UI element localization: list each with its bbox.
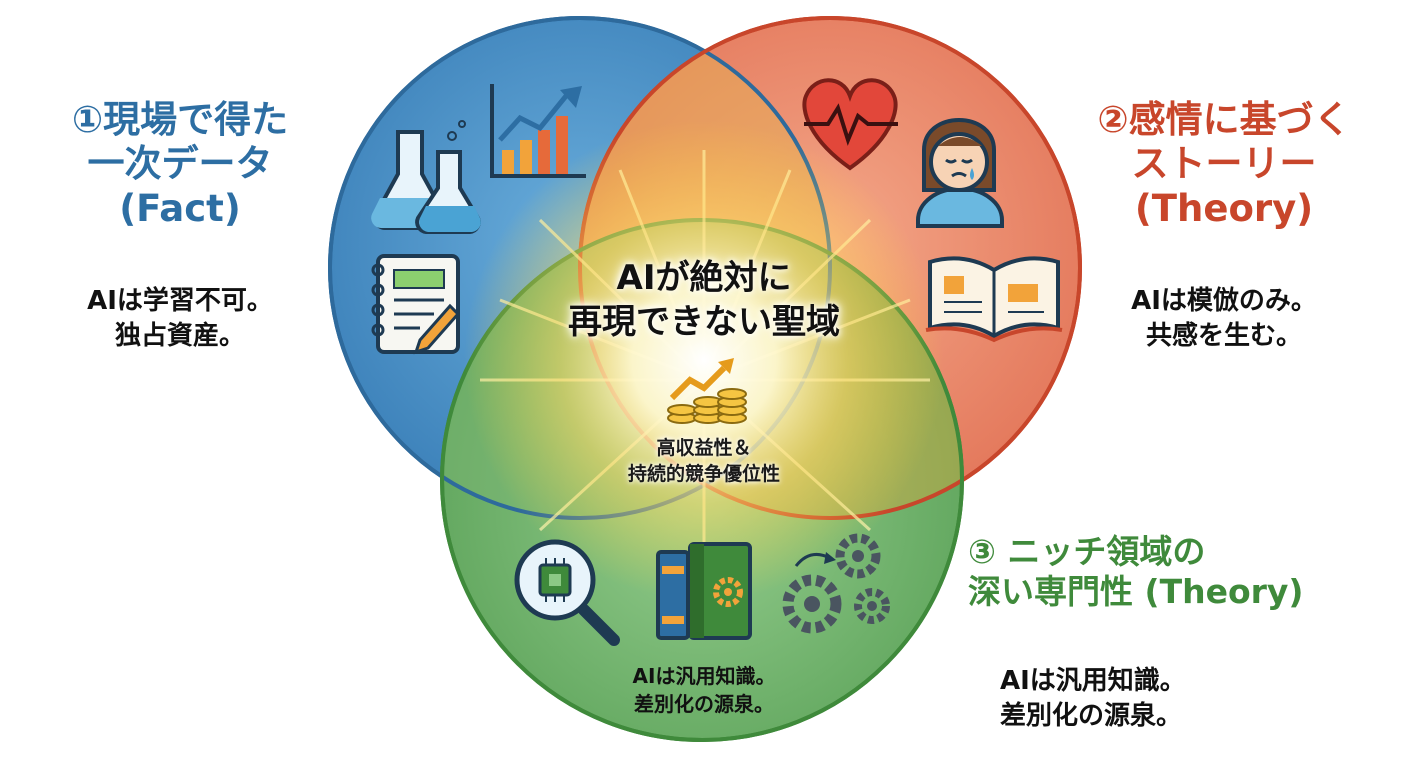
crying-person-icon [916, 118, 1004, 228]
bottom-inner-description: AIは汎用知識。 差別化の源泉。 [574, 662, 834, 718]
right-desc-line1: AIは模倣のみ。 [1131, 286, 1317, 316]
heartbeat-icon [802, 78, 898, 171]
center-title-line1: AIが絶対に [616, 258, 792, 298]
center-sub-line1: 高収益性＆ [656, 437, 752, 459]
chip-magnifier-icon [514, 539, 620, 646]
bottom-inner-line2: 差別化の源泉。 [634, 692, 774, 716]
right-desc-line2: 共感を生む。 [1145, 321, 1302, 352]
left-desc-line2: 独占資産。 [114, 321, 245, 352]
right-title-line3: (Theory) [1134, 186, 1314, 230]
books-gear-icon [656, 542, 752, 640]
right-description: AIは模倣のみ。 共感を生む。 [1094, 284, 1354, 354]
bottom-title-line1: ③ ニッチ領域の [968, 532, 1206, 571]
gears-icon [782, 533, 890, 634]
center-sub-line2: 持続的競争優位性 [627, 462, 780, 485]
bottom-description: AIは汎用知識。 差別化の源泉。 [1000, 664, 1240, 734]
center-title: AIが絶対に 再現できない聖域 [504, 256, 904, 344]
right-title-line1: ②感情に基づく [1097, 98, 1351, 141]
left-title-line2: 一次データ [87, 142, 273, 186]
bottom-title-line2: 深い専門性 (Theory) [968, 571, 1304, 611]
bottom-desc-line2: 差別化の源泉。 [1000, 701, 1183, 732]
left-title-line3: (Fact) [119, 186, 241, 230]
center-subtitle: 高収益性＆ 持続的競争優位性 [554, 436, 854, 487]
coins-growth-icon [667, 358, 747, 424]
center-glow [464, 120, 944, 600]
right-title: ②感情に基づく ストーリー (Theory) [1064, 98, 1384, 231]
bottom-inner-line1: AIは汎用知識。 [632, 664, 776, 688]
flask-icon [371, 120, 481, 234]
open-book-icon [925, 256, 1063, 343]
center-title-line2: 再現できない聖域 [568, 302, 840, 343]
right-title-line2: ストーリー [1131, 142, 1317, 186]
bottom-desc-line1: AIは汎用知識。 [1000, 666, 1186, 696]
bottom-title: ③ ニッチ領域の 深い専門性 (Theory) [968, 532, 1388, 611]
notebook-pencil-icon [371, 254, 461, 355]
left-title: ①現場で得た 一次データ (Fact) [30, 98, 330, 231]
left-desc-line1: AIは学習不可。 [87, 286, 273, 316]
left-title-line1: ①現場で得た [71, 98, 289, 141]
left-description: AIは学習不可。 独占資産。 [50, 284, 310, 354]
growth-chart-icon [490, 84, 586, 178]
